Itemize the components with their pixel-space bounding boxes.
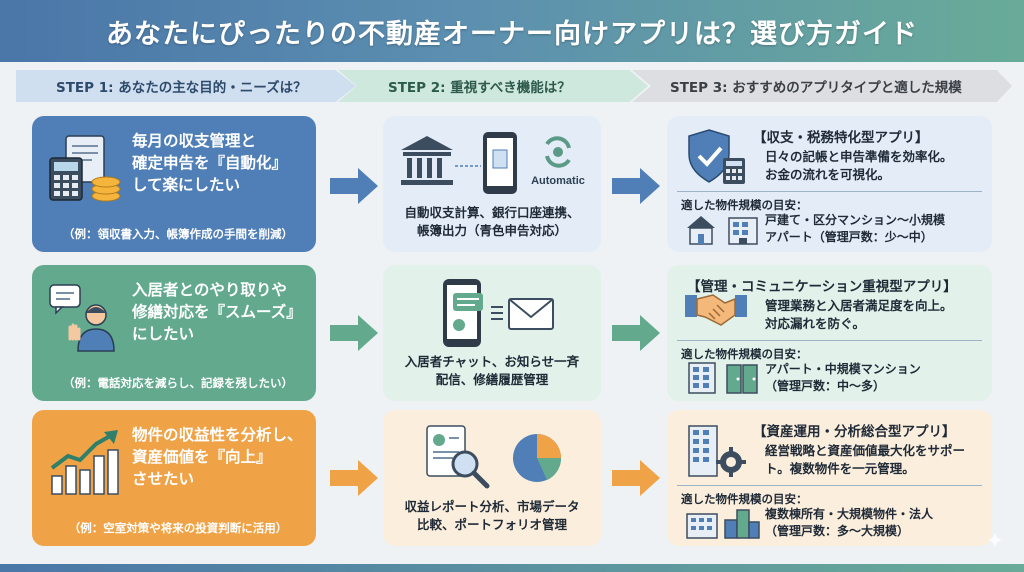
arrow-right-icon [612, 315, 660, 351]
calculator-document-icon [48, 134, 124, 204]
arrow-right-icon [612, 460, 660, 496]
goal-line: 修繕対応を『スムーズ』 [132, 303, 302, 321]
feature-line: 配信、修繕履歴管理 [435, 372, 549, 387]
city-buildings-icon [685, 506, 761, 540]
scale-label: 適した物件規模の目安： [681, 347, 808, 361]
goal-card-analysis: 物件の収益性を分析し、 資産価値を『向上』 させたい （例：空室対策や将来の投資… [32, 410, 316, 546]
report-pie-icon [397, 420, 587, 496]
goal-example: （例：領収書入力、帳簿作成の手間を削減） [63, 227, 293, 241]
goal-example: （例：空室対策や将来の投資判断に活用） [68, 521, 288, 535]
goal-line: して楽にしたい [132, 176, 241, 194]
divider [677, 191, 982, 192]
scale-line: アパート（管理戸数：少〜中） [765, 230, 933, 244]
arrow-right-icon [612, 168, 660, 204]
automatic-label: Automatic [531, 175, 585, 187]
sparkle-icon: ✦ [985, 529, 1004, 554]
scale-line: アパート・中規模マンション [765, 362, 921, 376]
app-card-tax: 【収支・税務特化型アプリ】 日々の記帳と申告準備を効率化。 お金の流れを可視化。… [667, 116, 992, 252]
building-gear-icon [685, 422, 747, 480]
goal-line: 毎月の収支管理と [132, 132, 257, 150]
arrow-right-icon [330, 168, 378, 204]
app-desc-line: お金の流れを可視化。 [765, 167, 891, 182]
app-desc-line: 経営戦略と資産価値最大化をサポー [765, 443, 966, 458]
goal-card-communication: 入居者とのやり取りや 修繕対応を『スムーズ』 にしたい （例：電話対応を減らし、… [32, 265, 316, 401]
handshake-icon [685, 277, 747, 335]
step2-band: STEP 2: 重視すべき機能は？ [338, 70, 648, 102]
goal-example: （例：電話対応を減らし、記録を残したい） [63, 376, 293, 390]
scale-line: 複数棟所有・大規模物件・法人 [765, 507, 934, 521]
feature-line: 自動収支計算、銀行口座連携、 [404, 205, 580, 220]
page-title: あなたにぴったりの不動産オーナー向けアプリは？選び方ガイド [106, 18, 918, 50]
feature-card-report: 収益レポート分析、市場データ 比較、ポートフォリオ管理 [383, 410, 601, 546]
scale-label: 適した物件規模の目安： [681, 198, 808, 212]
goal-line: にしたい [132, 325, 195, 343]
goal-line: させたい [132, 470, 195, 488]
goal-line: 物件の収益性を分析し、 [132, 426, 303, 444]
apartment-door-icon [685, 361, 761, 395]
scale-line: 戸建て・区分マンション〜小規模 [765, 213, 946, 227]
person-chat-icon [48, 283, 124, 353]
footer-bar [0, 564, 1024, 572]
goal-line: 資産価値を『向上』 [132, 448, 272, 466]
app-type-title: 【収支・税務特化型アプリ】 [753, 130, 929, 146]
app-type-title: 【資産運用・分析総合型アプリ】 [753, 424, 956, 440]
shield-calculator-icon [685, 128, 747, 186]
step3-band: STEP 3: おすすめのアプリタイプと適した規模 [632, 70, 1012, 102]
app-card-management: 【管理・コミュニケーション重視型アプリ】 管理業務と入居者満足度を向上。 対応漏… [667, 265, 992, 401]
app-desc-line: 対応漏れを防ぐ。 [765, 316, 866, 331]
goal-line: 入居者とのやり取りや [132, 281, 287, 299]
scale-label: 適した物件規模の目安： [681, 492, 808, 506]
step1-band: STEP 1: あなたの主な目的・ニーズは？ [16, 70, 356, 102]
growth-chart-icon [48, 428, 124, 498]
divider [677, 485, 982, 486]
app-desc-line: 日々の記帳と申告準備を効率化。 [765, 149, 953, 164]
bank-phone-sync-icon: Automatic [397, 126, 587, 202]
app-type-title: 【管理・コミュニケーション重視型アプリ】 [687, 279, 957, 295]
app-card-asset: 【資産運用・分析総合型アプリ】 経営戦略と資産価値最大化をサポー ト。複数物件を… [667, 410, 992, 546]
feature-card-chat: 入居者チャット、お知らせ一斉 配信、修繕履歴管理 [383, 265, 601, 401]
divider [677, 340, 982, 341]
feature-line: 収益レポート分析、市場データ [404, 499, 580, 514]
phone-chat-mail-icon [397, 275, 587, 351]
app-desc-line: 管理業務と入居者満足度を向上。 [765, 298, 953, 313]
feature-line: 帳簿出力（青色申告対応） [416, 223, 567, 238]
goal-card-automation: 毎月の収支管理と 確定申告を『自動化』 して楽にしたい （例：領収書入力、帳簿作… [32, 116, 316, 252]
goal-line: 確定申告を『自動化』 [132, 154, 288, 172]
app-desc-line: ト。複数物件を一元管理。 [765, 461, 915, 476]
arrow-right-icon [330, 315, 378, 351]
feature-line: 入居者チャット、お知らせ一斉 [404, 354, 580, 369]
house-building-icon [685, 212, 761, 246]
scale-line: （管理戸数：多〜大規模） [765, 524, 910, 538]
arrow-right-icon [330, 460, 378, 496]
header-banner: あなたにぴったりの不動産オーナー向けアプリは？選び方ガイド [0, 0, 1024, 62]
feature-card-accounting: Automatic 自動収支計算、銀行口座連携、 帳簿出力（青色申告対応） [383, 116, 601, 252]
scale-line: （管理戸数：中〜多） [765, 379, 886, 393]
feature-line: 比較、ポートフォリオ管理 [416, 517, 567, 532]
